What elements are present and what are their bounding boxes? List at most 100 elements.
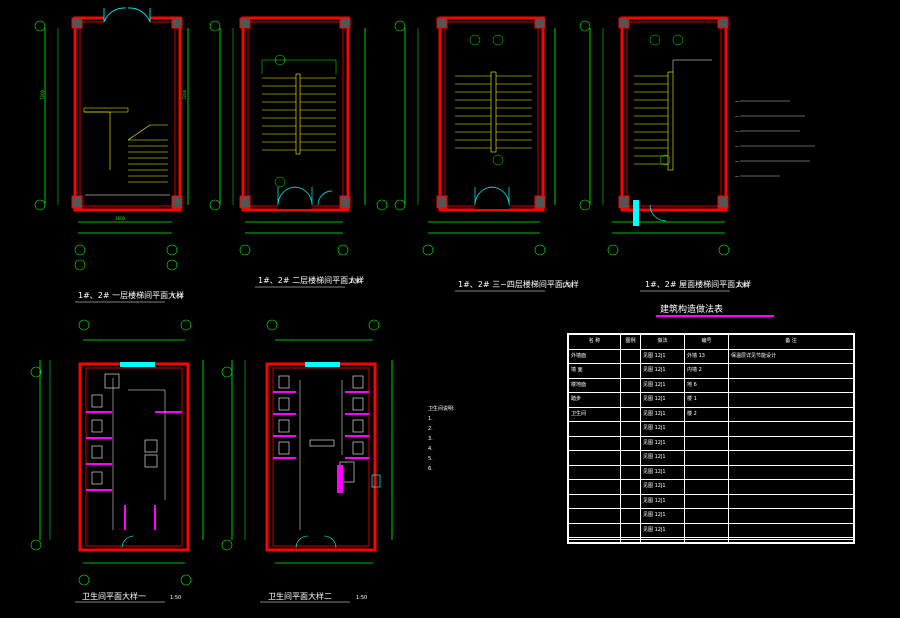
table-cell: 图例 <box>620 334 641 350</box>
table-cell: 楼地面 <box>568 377 621 393</box>
svg-text:—: — <box>735 144 739 149</box>
table-cell: 名 称 <box>568 334 621 350</box>
table-row: 见图 12J1 <box>568 450 854 466</box>
table-cell <box>728 421 854 437</box>
note-line: 1. <box>428 416 433 422</box>
table-cell: 踏步 <box>568 392 621 408</box>
table-cell <box>684 464 729 480</box>
plan-3-stair-third-fourth-floor <box>394 16 556 256</box>
table-row: 见图 12J1 <box>568 522 854 538</box>
table-cell: 内墙 2 <box>684 363 729 379</box>
table-cell: 见图 12J1 <box>640 464 685 480</box>
legend-title-underline <box>656 315 774 317</box>
table-cell: 外墙 13 <box>684 348 729 364</box>
table-cell <box>684 539 729 543</box>
table-cell <box>568 479 621 495</box>
plan-caption: 1#、2# 二层楼梯间平面大样 <box>258 276 365 285</box>
plan-caption: 1#、2# 三~四层楼梯间平面大样 <box>458 280 579 289</box>
note-line: 4. <box>428 446 433 452</box>
table-cell <box>568 539 621 543</box>
table-cell <box>620 450 641 466</box>
note-line: 6. <box>428 466 433 472</box>
svg-text:—: — <box>735 114 739 119</box>
table-cell <box>568 450 621 466</box>
table-row: 见图 12J1 <box>568 493 854 509</box>
plan-scale: 1:50 <box>737 283 749 289</box>
table-cell <box>620 348 641 364</box>
plan-scale: 1:50 <box>170 595 182 601</box>
table-cell <box>684 450 729 466</box>
table-cell <box>728 493 854 509</box>
table-cell <box>684 522 729 538</box>
table-cell <box>640 539 685 543</box>
table-cell <box>728 406 854 422</box>
table-cell: 见图 12J1 <box>640 377 685 393</box>
table-header-row: 名 称图例做法编号备 注 <box>568 334 854 350</box>
table-cell <box>728 508 854 524</box>
table-cell: 备 注 <box>728 334 854 350</box>
table-cell <box>684 479 729 495</box>
plan-scale: 1:50 <box>562 283 574 289</box>
plan-scale: 1:50 <box>356 595 368 601</box>
table-cell <box>728 450 854 466</box>
plan-caption: 卫生间平面大样一 <box>82 592 146 601</box>
table-cell: 见图 12J1 <box>640 363 685 379</box>
table-cell: 地 6 <box>684 377 729 393</box>
table-cell: 见图 12J1 <box>640 392 685 408</box>
table-cell: 保温层详见节能设计 <box>728 348 854 364</box>
svg-text:7200: 7200 <box>40 89 45 100</box>
table-cell: 见图 12J1 <box>640 522 685 538</box>
note-line: 3. <box>428 436 433 442</box>
table-cell <box>684 435 729 451</box>
plan-1-stair-first-floor: 7200 7200 3600 <box>34 7 189 271</box>
table-cell <box>620 392 641 408</box>
table-cell <box>568 522 621 538</box>
table-cell <box>620 435 641 451</box>
table-cell: 卫生间 <box>568 406 621 422</box>
plan-4-stair-roof: ——— ——— <box>579 16 815 256</box>
table-cell <box>620 406 641 422</box>
table-row <box>568 539 854 543</box>
legend-title: 建筑构造做法表 <box>660 305 724 315</box>
table-cell: 楼 1 <box>684 392 729 408</box>
table-cell <box>620 363 641 379</box>
plan-caption: 1#、2# 屋面楼梯间平面大样 <box>645 280 752 289</box>
table-cell <box>728 377 854 393</box>
caption-underlines <box>75 286 730 603</box>
table-cell: 外墙面 <box>568 348 621 364</box>
plan-6-toilet-two <box>221 319 393 564</box>
svg-text:3600: 3600 <box>115 216 126 221</box>
table-cell <box>620 522 641 538</box>
table-cell: 见图 12J1 <box>640 435 685 451</box>
svg-text:—: — <box>735 99 739 104</box>
table-cell <box>728 392 854 408</box>
table-cell: 见图 12J1 <box>640 508 685 524</box>
table-cell <box>620 377 641 393</box>
note-line: 2. <box>428 426 433 432</box>
table-cell <box>728 536 854 541</box>
plan-scale: 1:50 <box>172 294 184 300</box>
table-cell: 见图 12J1 <box>640 348 685 364</box>
table-cell <box>728 363 854 379</box>
plan-scale: 1:50 <box>350 279 362 285</box>
table-cell <box>728 522 854 538</box>
table-row: 见图 12J1 <box>568 508 854 524</box>
table-cell <box>728 435 854 451</box>
table-cell <box>620 421 641 437</box>
table-cell <box>620 493 641 509</box>
table-row: 见图 12J1 <box>568 464 854 480</box>
table-cell: 见图 12J1 <box>640 406 685 422</box>
table-cell <box>568 508 621 524</box>
table-cell <box>620 539 641 543</box>
table-cell: 见图 12J1 <box>640 421 685 437</box>
table-row: 见图 12J1 <box>568 479 854 495</box>
table-cell <box>568 464 621 480</box>
table-cell <box>620 464 641 480</box>
table-cell: 墙 面 <box>568 363 621 379</box>
